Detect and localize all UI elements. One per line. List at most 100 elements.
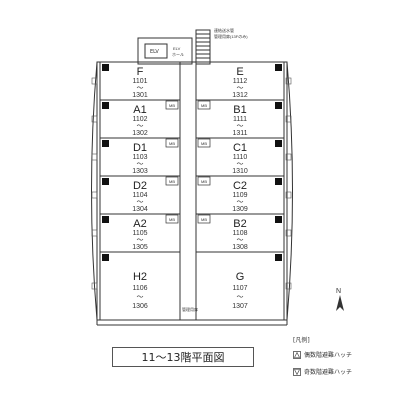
unit-number-end: 1311 xyxy=(232,130,247,137)
column-icon xyxy=(102,178,109,185)
mb-label: MB xyxy=(169,179,175,184)
window-icon xyxy=(285,191,292,199)
unit-number-end: 1302 xyxy=(132,130,148,137)
unit-name: B1 xyxy=(233,104,246,116)
north-label: N xyxy=(336,288,341,295)
top-note-2: 管理用扉(13Fのみ) xyxy=(214,33,248,39)
legend-row-odd: 奇数階避難ハッチ xyxy=(293,367,393,376)
floor-title: 11～13階平面図 xyxy=(112,347,254,367)
unit-name: B2 xyxy=(233,218,246,230)
window-icon xyxy=(91,282,98,290)
unit-number-start: 1110 xyxy=(233,154,248,161)
unit-number-start: 1105 xyxy=(132,230,147,237)
unit-number-end: 1306 xyxy=(132,303,148,310)
window-icon xyxy=(285,77,292,85)
column-icon xyxy=(275,64,282,71)
unit-name: E xyxy=(236,66,243,78)
unit-number-start: 1101 xyxy=(132,78,147,85)
unit-number-start: 1109 xyxy=(232,192,247,199)
unit-tilde: 〜 xyxy=(237,85,244,92)
unit-number-start: 1111 xyxy=(233,116,247,123)
units-group: F1101〜1301A11102〜1302MBD11103〜1303MBD211… xyxy=(91,61,292,321)
column-icon xyxy=(102,216,109,223)
north-arrow-icon xyxy=(336,295,344,311)
unit-tilde: 〜 xyxy=(137,161,144,168)
column-icon xyxy=(102,140,109,147)
building-outline xyxy=(91,61,293,326)
unit-number-end: 1304 xyxy=(132,206,148,213)
north-compass: N xyxy=(330,286,350,318)
mb-label: MB xyxy=(201,141,207,146)
unit-name: F xyxy=(137,66,144,78)
mb-label: MB xyxy=(169,141,175,146)
unit-number-end: 1307 xyxy=(232,303,248,310)
mb-label: MB xyxy=(169,103,175,108)
unit-name: C2 xyxy=(233,180,247,192)
window-icon xyxy=(285,229,292,237)
unit-tilde: 〜 xyxy=(137,123,144,130)
hatch-even-icon xyxy=(293,350,301,359)
unit-number-end: 1308 xyxy=(232,244,248,251)
unit-name: A1 xyxy=(133,104,146,116)
unit-number-end: 1312 xyxy=(232,92,248,99)
window-icon xyxy=(285,115,292,123)
unit-name: C1 xyxy=(233,142,247,154)
column-icon xyxy=(275,178,282,185)
unit-number-start: 1107 xyxy=(232,285,247,292)
column-icon xyxy=(275,254,282,261)
unit-number-end: 1309 xyxy=(232,206,248,213)
hatch-odd-icon xyxy=(293,367,301,376)
unit-tilde: 〜 xyxy=(237,161,244,168)
elv-hall-label-2: ホール xyxy=(172,52,184,57)
mb-label: MB xyxy=(201,103,207,108)
unit-tilde: 〜 xyxy=(137,85,144,92)
window-icon xyxy=(91,115,98,123)
unit-number-start: 1108 xyxy=(232,230,247,237)
mb-label: MB xyxy=(169,217,175,222)
window-icon xyxy=(91,153,98,161)
column-icon xyxy=(102,254,109,261)
unit-number-end: 1305 xyxy=(132,244,148,251)
unit-number-start: 1102 xyxy=(132,116,147,123)
core-block xyxy=(137,29,211,65)
unit-name: G xyxy=(236,271,245,283)
column-icon xyxy=(275,140,282,147)
unit-tilde: 〜 xyxy=(137,199,144,206)
column-icon xyxy=(275,102,282,109)
column-icon xyxy=(102,64,109,71)
floor-plan: ELV ELV ホール 連結送水管 管理用扉(13Fのみ) F1101〜1301… xyxy=(91,27,293,326)
top-note-1: 連結送水管 xyxy=(214,27,234,33)
unit-tilde: 〜 xyxy=(237,294,244,301)
unit-number-start: 1106 xyxy=(132,285,147,292)
unit-name: H2 xyxy=(133,271,147,283)
legend: [凡例] 偶数階避難ハッチ 奇数階避難ハッチ xyxy=(293,335,393,384)
window-icon xyxy=(91,77,98,85)
mb-label: MB xyxy=(201,217,207,222)
unit-number-start: 1104 xyxy=(132,192,147,199)
window-icon xyxy=(91,229,98,237)
mb-label: MB xyxy=(201,179,207,184)
unit-number-end: 1301 xyxy=(132,92,148,99)
legend-item-odd: 奇数階避難ハッチ xyxy=(304,369,353,376)
legend-item-even: 偶数階避難ハッチ xyxy=(304,352,353,359)
unit-number-start: 1103 xyxy=(132,154,147,161)
corridor xyxy=(179,64,197,320)
elv-hall-label: ELV xyxy=(173,46,181,51)
unit-name: A2 xyxy=(133,218,146,230)
legend-title: [凡例] xyxy=(293,337,310,344)
unit-tilde: 〜 xyxy=(137,237,144,244)
column-icon xyxy=(275,216,282,223)
kanri-label: 管理用扉 xyxy=(182,306,198,312)
unit-number-end: 1310 xyxy=(232,168,248,175)
unit-name: D1 xyxy=(133,142,147,154)
